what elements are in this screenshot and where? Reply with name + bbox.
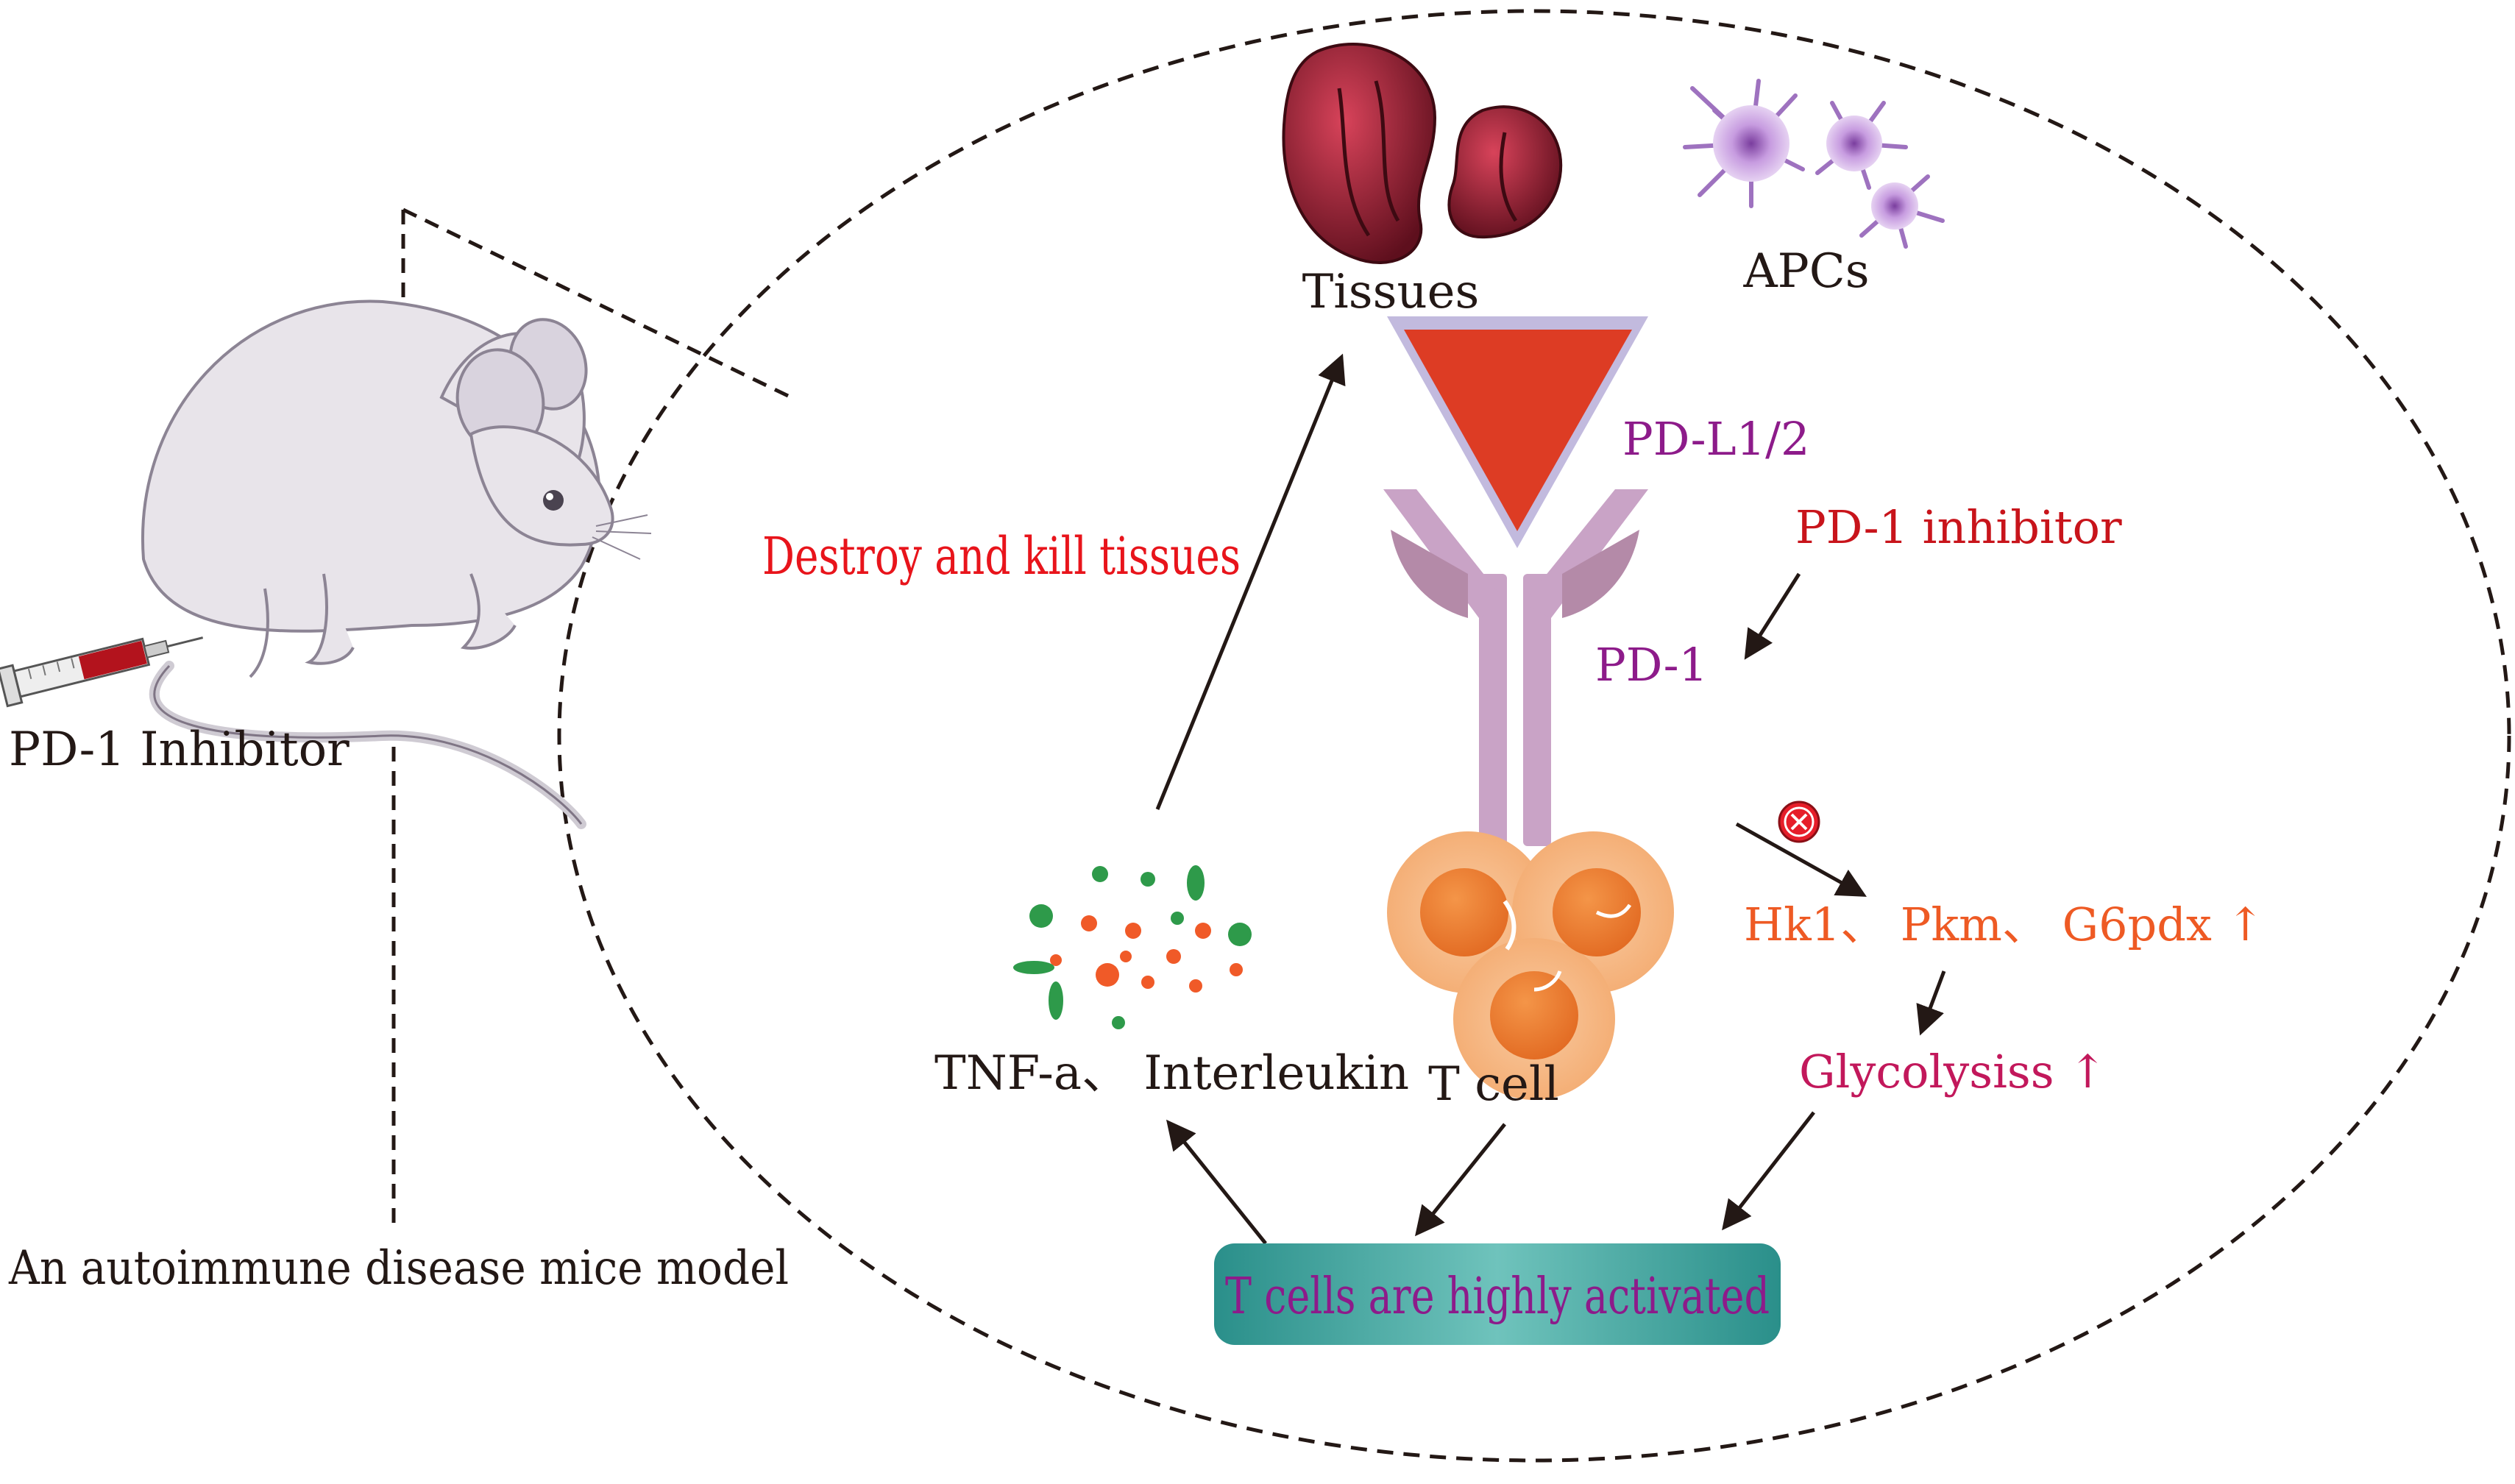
arrows	[1155, 353, 1946, 1245]
label-cytokines: TNF-a、 Interleukin	[934, 1046, 1409, 1101]
label-pd1-inhibitor-outer: PD-1 Inhibitor	[9, 723, 350, 777]
arrow-inhibitor-to-pd1	[1744, 572, 1801, 660]
pd1-receptor	[1383, 489, 1648, 846]
label-destroy: Destroy and kill tissues	[762, 526, 1241, 586]
mouse-illustration	[141, 299, 652, 829]
cytokine-dots	[1013, 865, 1252, 1029]
arrow-cytokine-to-tissues	[1155, 353, 1346, 810]
label-glycolysis: Glycolysiss ↑	[1799, 1045, 2107, 1098]
pdl-triangle	[1387, 316, 1648, 548]
zoom-ellipse	[557, 9, 2511, 1463]
apc-illustration	[1683, 79, 1945, 249]
syringe-illustration	[0, 636, 204, 708]
label-tissues: Tissues	[1302, 265, 1480, 319]
x-circle-icon	[1778, 800, 1820, 843]
label-pd1: PD-1	[1595, 638, 1708, 692]
tissue-illustration	[1282, 43, 1563, 264]
label-pd1-inhibitor-inner: PD-1 inhibitor	[1795, 500, 2122, 554]
arrow-tcell-to-activated	[1414, 1123, 1506, 1237]
arrow-activated-to-cytokines	[1166, 1119, 1267, 1245]
label-apcs: APCs	[1742, 244, 1869, 299]
label-model: An autoimmune disease mice model	[8, 1241, 789, 1296]
label-genes: Hk1、 Pkm、 G6pdx ↑	[1744, 898, 2265, 951]
arrow-block-to-genes	[1735, 822, 1867, 897]
arrow-genes-to-glycolysis	[1916, 970, 1946, 1036]
label-activated: T cells are highly activated	[1225, 1268, 1770, 1326]
tcell-illustration	[1387, 831, 1674, 1100]
arrow-glycolysis-to-activated	[1722, 1111, 1815, 1231]
label-tcell: T cell	[1428, 1057, 1559, 1112]
activated-bar	[1214, 1243, 1781, 1345]
label-pdl: PD-L1/2	[1622, 412, 1809, 466]
